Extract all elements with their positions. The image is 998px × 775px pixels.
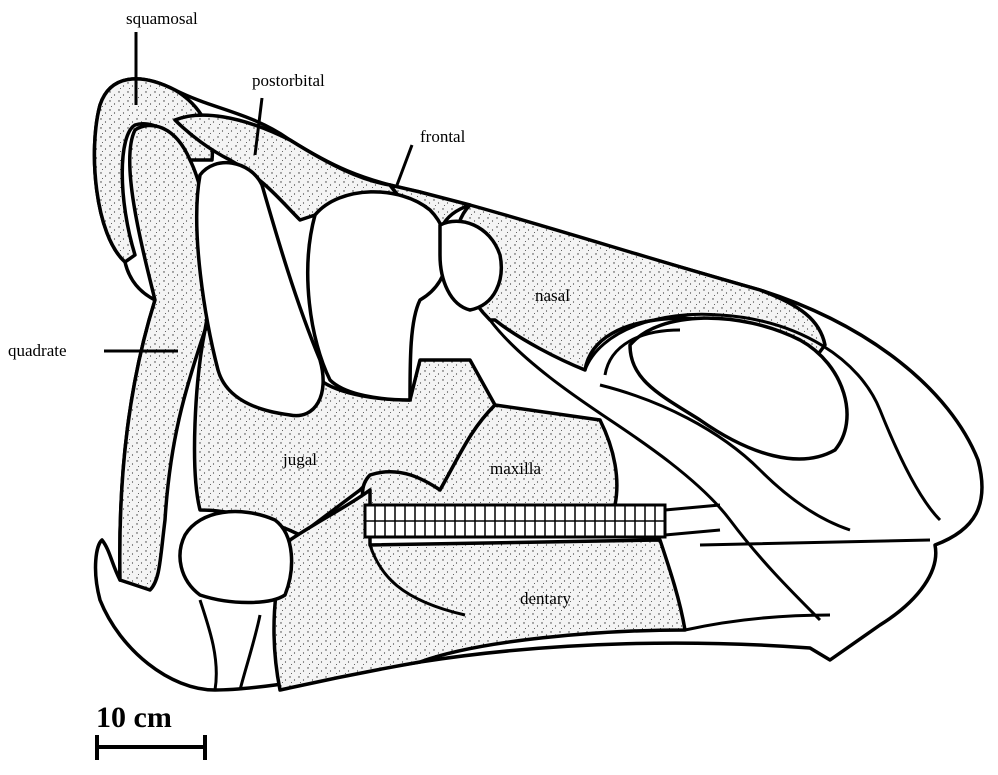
orbit (306, 190, 450, 402)
scale-bar (95, 735, 207, 760)
label-dentary: dentary (520, 589, 571, 608)
narial-rim-inner (599, 328, 851, 532)
leader-frontal (395, 144, 414, 186)
premaxilla-line (488, 319, 822, 622)
narial-rim (583, 312, 942, 522)
infratemporal-fenestra (195, 160, 325, 418)
label-quadrate: quadrate (8, 341, 67, 360)
tooth-row-extension (664, 503, 721, 537)
predentary-line (684, 538, 931, 632)
lower-temporal-opening (178, 509, 294, 605)
maxilla-bone (360, 403, 619, 522)
label-frontal: frontal (420, 127, 466, 146)
scale-bar-label: 10 cm (96, 701, 172, 734)
label-nasal: nasal (535, 286, 570, 305)
coronoid-process (368, 544, 466, 617)
label-postorbital: postorbital (252, 71, 325, 90)
label-jugal: jugal (282, 450, 317, 469)
label-maxilla: maxilla (490, 459, 541, 478)
quadrate-lower-line (198, 599, 262, 691)
dental-battery-teeth (365, 505, 665, 537)
leader-postorbital (253, 97, 264, 156)
narial-fenestra (628, 316, 849, 461)
prefrontal-opening (438, 219, 503, 312)
label-squamosal: squamosal (126, 9, 198, 28)
